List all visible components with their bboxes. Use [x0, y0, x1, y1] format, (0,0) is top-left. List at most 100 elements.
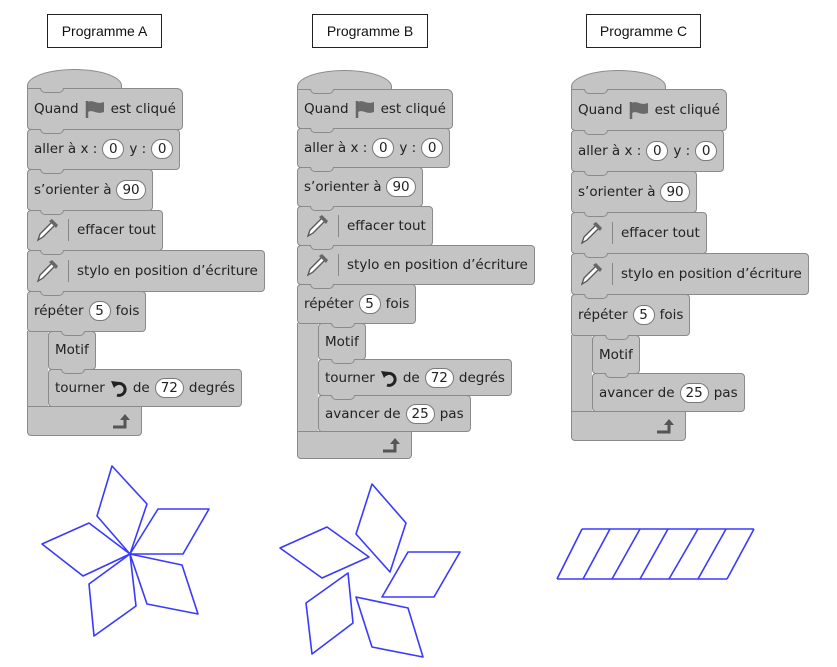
rhombus	[355, 483, 407, 573]
block-input[interactable]: 0	[646, 141, 669, 161]
divider	[338, 254, 339, 276]
block-text: Quand	[578, 102, 623, 118]
block-text: stylo en position d’écriture	[621, 266, 802, 282]
block-text: effacer tout	[347, 218, 426, 234]
block-text: y :	[129, 141, 147, 158]
block-text: aller à x :	[578, 143, 642, 159]
scratch-block[interactable]: Motif	[318, 323, 366, 360]
block-text: est cliqué	[380, 101, 446, 117]
turn-left-icon	[110, 379, 128, 397]
rhombus	[305, 572, 354, 655]
block-input[interactable]: 5	[632, 305, 655, 325]
block-input[interactable]: 25	[679, 382, 709, 403]
block-input[interactable]: 0	[421, 138, 444, 158]
pen-icon	[304, 252, 330, 278]
block-input[interactable]: 0	[372, 138, 395, 158]
divider	[68, 219, 69, 242]
scratch-block[interactable]: Quand est cliqué	[297, 89, 453, 129]
block-input[interactable]: 90	[660, 182, 690, 202]
rhombus	[129, 553, 199, 615]
block-input[interactable]: 72	[424, 367, 454, 388]
rhombus	[279, 526, 370, 579]
rhombus	[129, 508, 210, 555]
programme-a-label: Programme A	[47, 14, 162, 48]
figure-c	[556, 528, 755, 580]
scratch-block[interactable]: effacer tout	[297, 206, 433, 246]
block-text: avancer de	[325, 405, 401, 422]
scratch-block[interactable]: stylo en position d’écriture	[297, 245, 535, 285]
figure-a	[41, 465, 210, 637]
block-text: s’orienter à	[304, 179, 382, 195]
block-input[interactable]: 72	[154, 377, 184, 398]
block-text: fois	[385, 296, 410, 312]
block-text: stylo en position d’écriture	[347, 257, 528, 273]
block-text: Quand	[304, 101, 349, 117]
rhombus	[96, 465, 148, 555]
block-text: répéter	[34, 303, 84, 320]
programme-b-label: Programme B	[312, 14, 428, 48]
scratch-block[interactable]: stylo en position d’écriture	[571, 253, 809, 295]
block-text: y :	[673, 143, 691, 159]
scratch-block[interactable]: stylo en position d’écriture	[27, 250, 265, 292]
scratch-block[interactable]: effacer tout	[27, 209, 163, 251]
block-text: Motif	[55, 342, 89, 359]
block-text: degrés	[188, 379, 235, 396]
block-text: pas	[439, 405, 464, 422]
rhombus	[41, 522, 131, 577]
programme-c-label: Programme C	[586, 14, 701, 48]
block-input[interactable]: 0	[695, 141, 718, 161]
block-input[interactable]: 0	[151, 139, 174, 160]
scratch-block[interactable]: Motif	[48, 331, 96, 370]
block-text: Quand	[34, 100, 79, 117]
flag-icon	[354, 99, 376, 119]
scratch-block[interactable]: Motif	[592, 335, 640, 374]
rhombus	[381, 551, 461, 598]
pen-icon	[578, 261, 604, 287]
rhombus	[88, 553, 137, 637]
loop-arrow-icon	[111, 412, 133, 430]
pen-icon	[34, 258, 60, 284]
pen-icon	[304, 213, 330, 239]
block-input[interactable]: 0	[102, 139, 125, 160]
block-text: aller à x :	[34, 141, 98, 158]
block-text: fois	[115, 303, 140, 320]
block-input[interactable]: 5	[358, 294, 381, 314]
block-text: degrés	[458, 369, 505, 386]
rhombus	[355, 596, 424, 658]
loop-arrow-icon	[381, 436, 403, 454]
block-text: y :	[399, 140, 417, 156]
block-input[interactable]: 25	[405, 403, 435, 424]
block-input[interactable]: 90	[116, 179, 146, 200]
block-text: répéter	[578, 307, 628, 323]
block-text: aller à x :	[304, 140, 368, 156]
block-text: tourner	[325, 369, 375, 386]
divider	[612, 263, 613, 285]
block-text: Motif	[599, 346, 633, 363]
scratch-block[interactable]: effacer tout	[571, 212, 707, 254]
figure-b	[279, 483, 461, 658]
block-text: Motif	[325, 333, 359, 350]
divider	[338, 215, 339, 237]
block-text: est cliqué	[110, 100, 176, 117]
block-input[interactable]: 90	[386, 177, 416, 197]
block-input[interactable]: 5	[88, 301, 111, 322]
